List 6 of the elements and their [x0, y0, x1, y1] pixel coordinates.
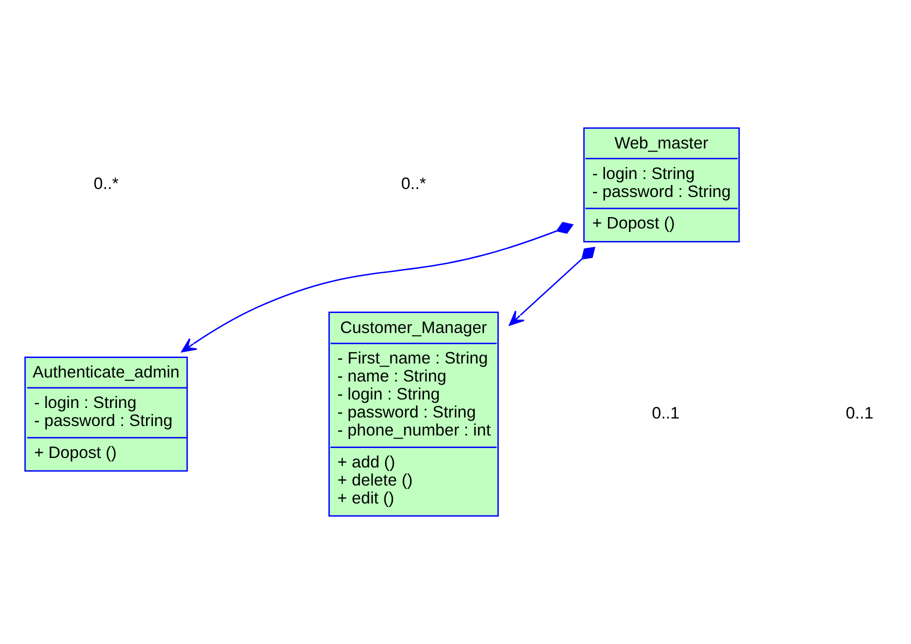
label: 0..1	[846, 403, 874, 422]
label: 0..*	[401, 174, 426, 194]
label: 0..*	[94, 174, 119, 194]
arrow	[181, 222, 574, 352]
arrow	[508, 246, 596, 326]
label: 0..1	[652, 403, 680, 422]
